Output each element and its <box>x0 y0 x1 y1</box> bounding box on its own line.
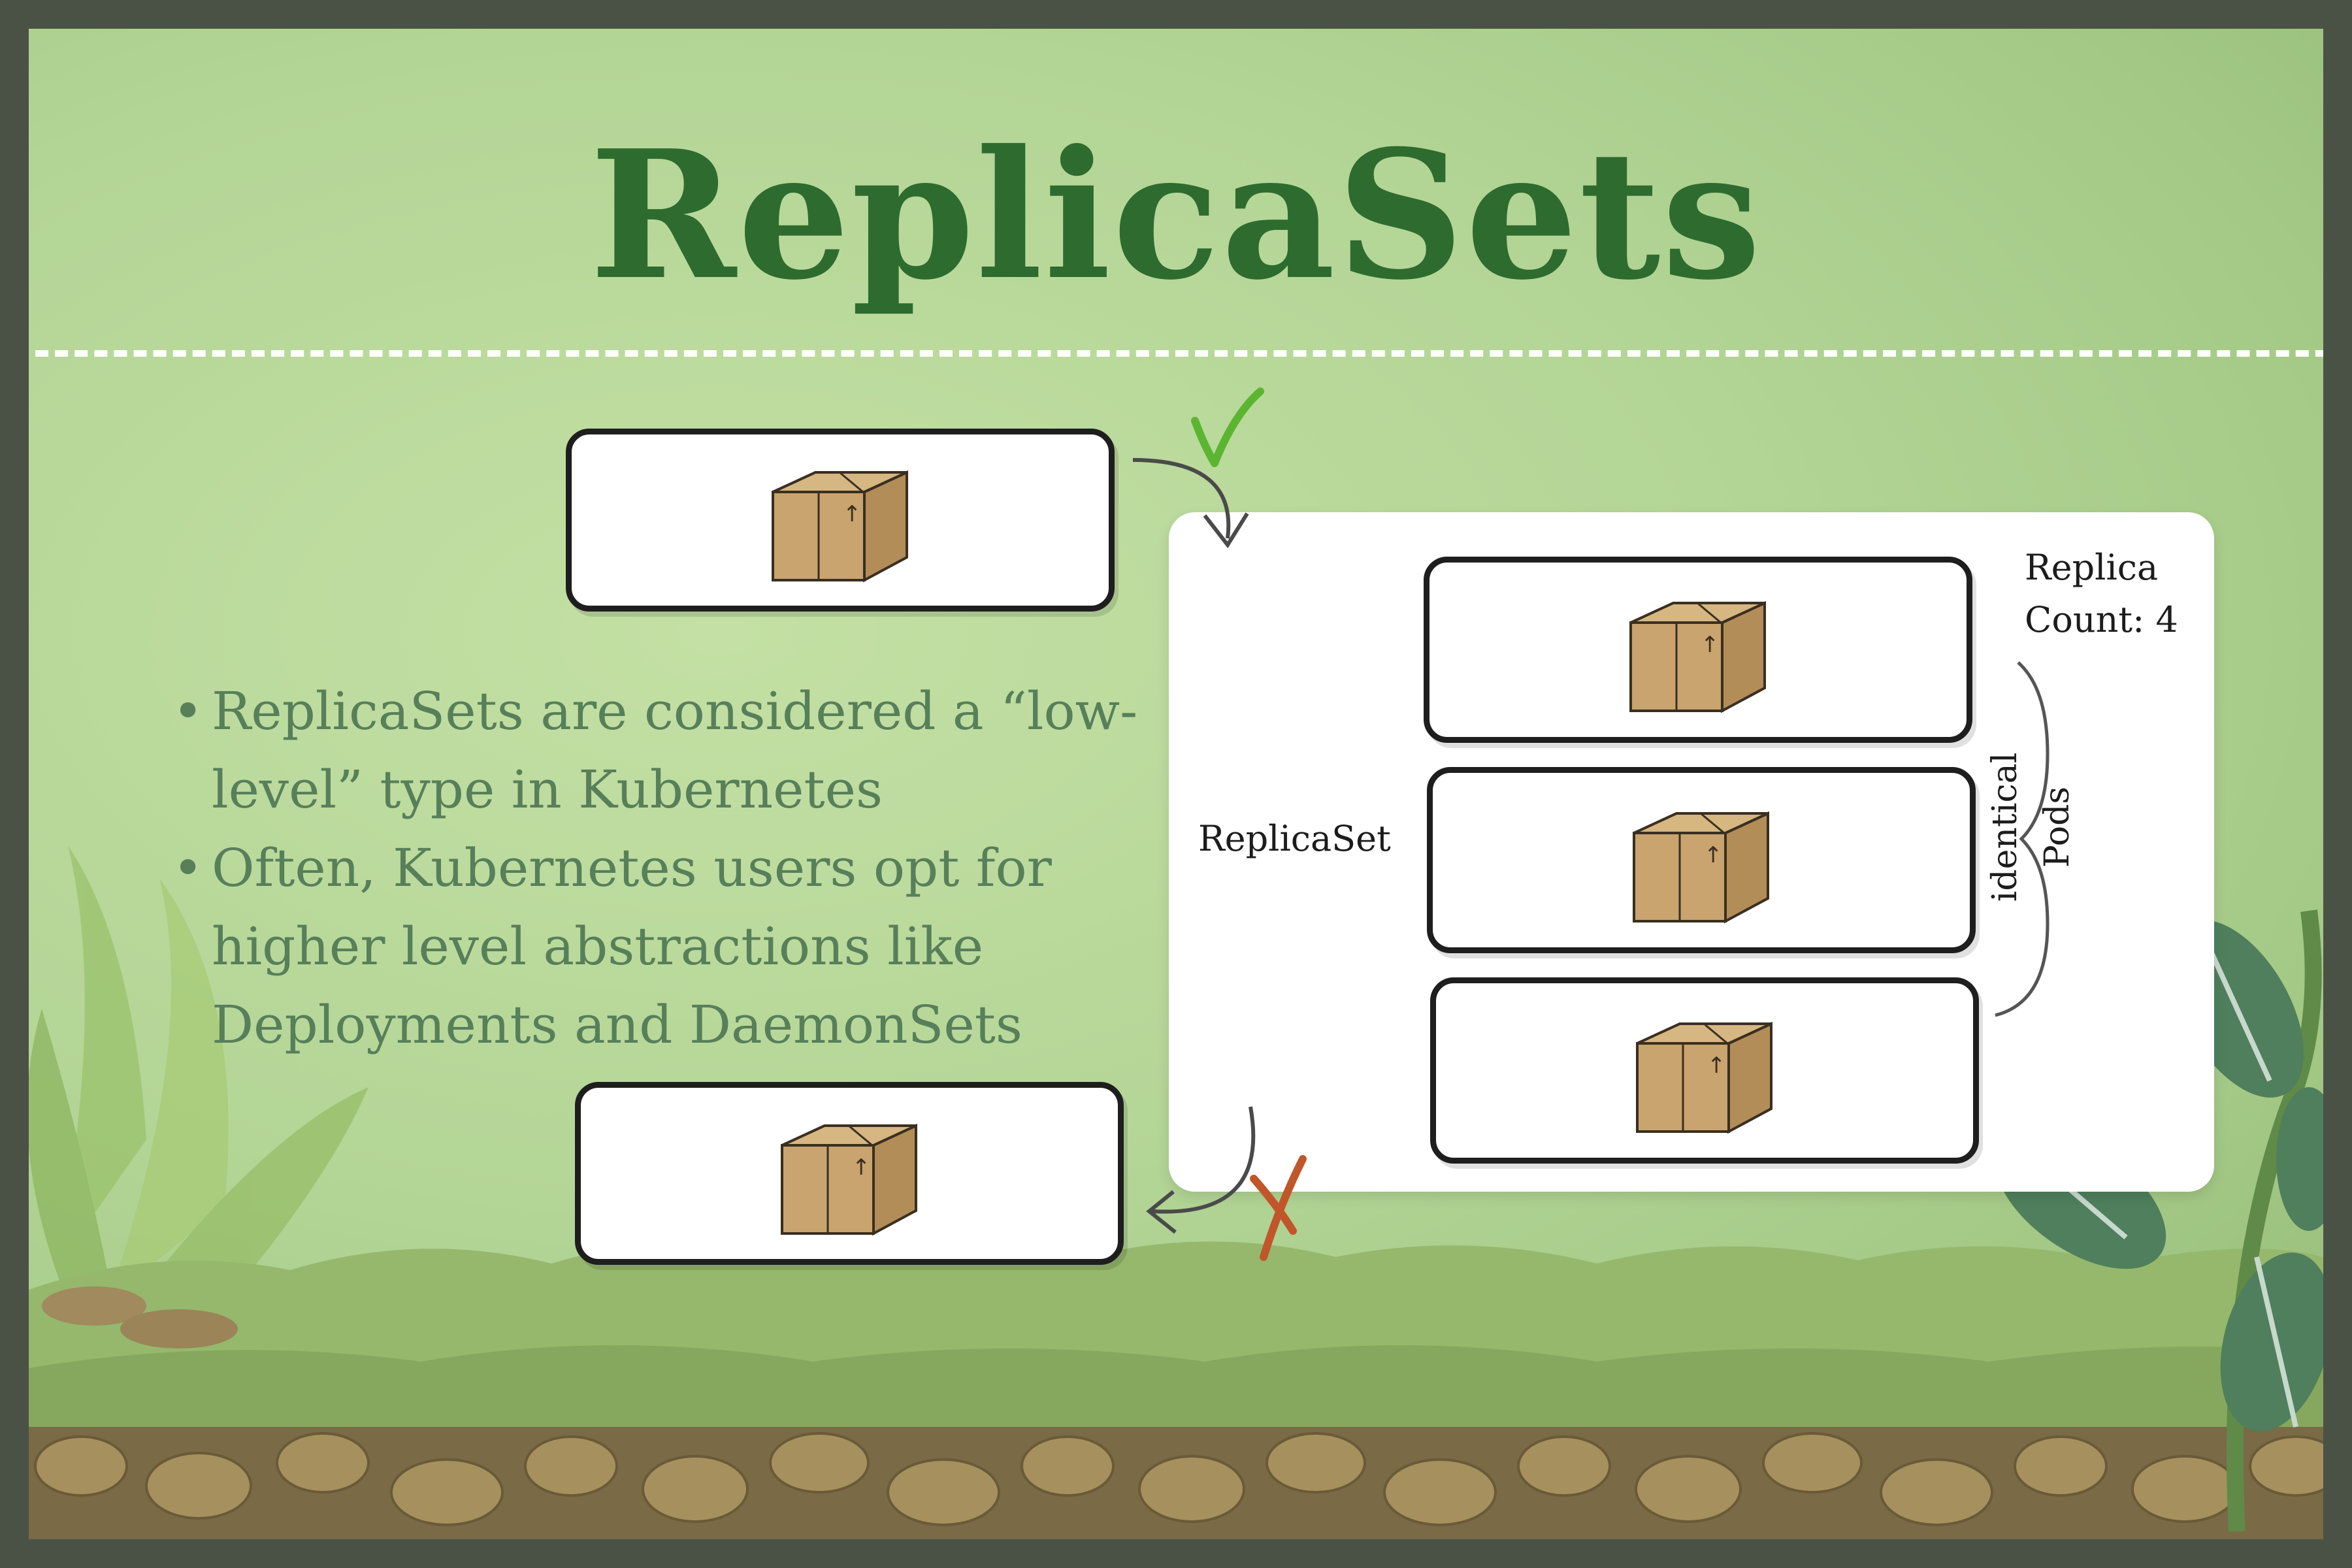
incoming-arrow <box>1132 458 1231 539</box>
outgoing-arrowhead <box>1146 1190 1177 1234</box>
box-icon: ↑ <box>1636 1021 1772 1134</box>
incoming-arrowhead <box>1203 512 1249 549</box>
left-fern-illustration <box>29 845 368 1303</box>
background-scenery <box>29 845 2323 1539</box>
bullet-item: Often, Kubernetes users opt for higher l… <box>172 829 1152 1064</box>
outgoing-arrow <box>1152 1106 1256 1214</box>
svg-text:↑: ↑ <box>852 1154 871 1181</box>
pod-card: ↑ <box>1424 557 1972 743</box>
box-icon: ↑ <box>772 470 908 583</box>
incoming-pod-card: ↑ <box>566 429 1115 612</box>
curly-brace <box>1995 661 2050 1017</box>
diagram-annotations <box>1132 387 2050 1261</box>
box-icon: ↑ <box>1633 811 1769 924</box>
pod-card: ↑ <box>1430 977 1979 1164</box>
box-icon: ↑ <box>1629 600 1766 713</box>
pod-card: ↑ <box>1427 767 1976 953</box>
replicaset-label: ReplicaSet <box>1198 818 1391 859</box>
removed-pod-card: ↑ <box>575 1082 1124 1265</box>
replica-count-line2: Count: 4 <box>2025 599 2178 640</box>
svg-text:↑: ↑ <box>843 501 862 527</box>
title-divider <box>29 350 2323 357</box>
cross-icon <box>1250 1155 1307 1261</box>
box-icon: ↑ <box>781 1123 917 1236</box>
bullet-list: ReplicaSets are considered a “low-level”… <box>172 672 1152 1064</box>
replica-count-line1: Replica <box>2025 547 2159 588</box>
svg-text:↑: ↑ <box>1701 632 1720 658</box>
check-icon <box>1191 387 1264 467</box>
svg-text:↑: ↑ <box>1704 842 1723 868</box>
bullet-item: ReplicaSets are considered a “low-level”… <box>172 672 1152 829</box>
svg-text:↑: ↑ <box>1707 1053 1726 1079</box>
page-title: ReplicaSets <box>589 111 1763 319</box>
